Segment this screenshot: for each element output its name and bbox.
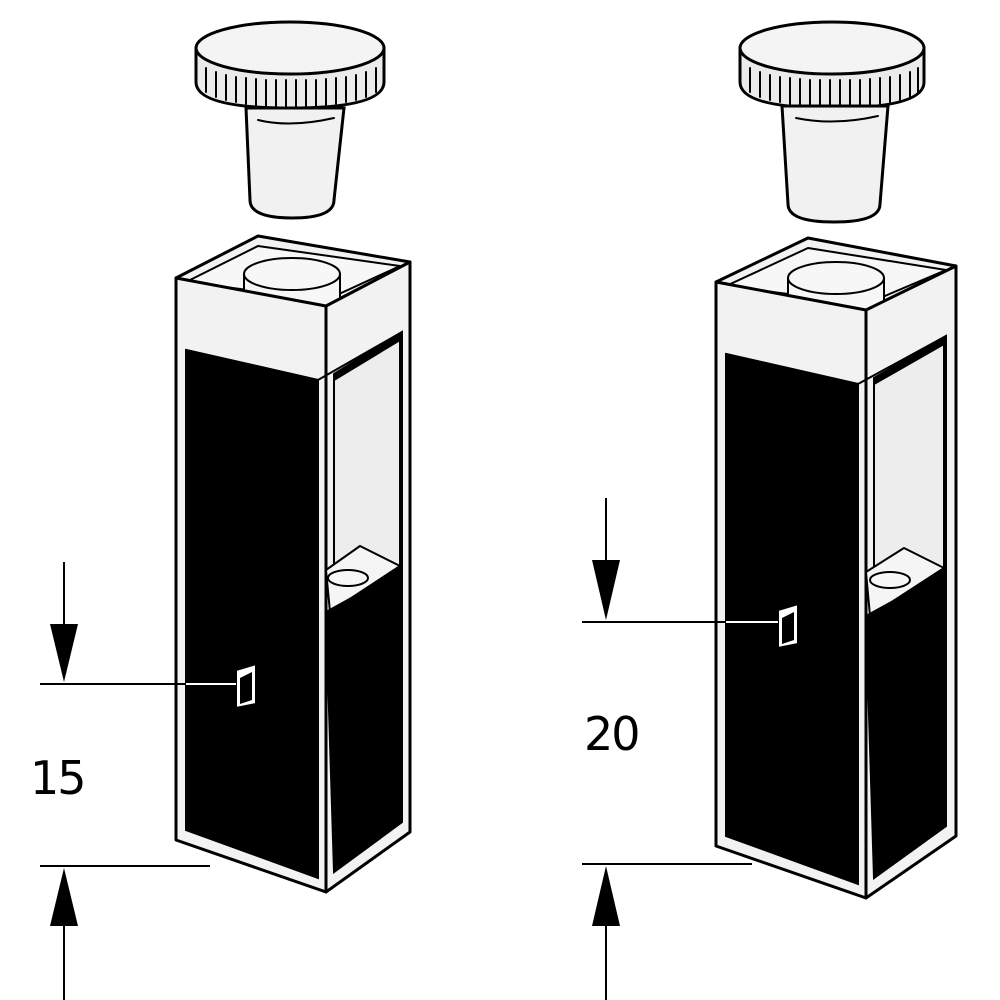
- stopper-icon: [780, 104, 890, 224]
- height-label-right: 20: [584, 707, 639, 761]
- dimension-left: 15: [30, 562, 210, 1000]
- cap-icon: [194, 20, 386, 110]
- height-label-left: 15: [30, 751, 85, 805]
- arrow-down-icon: [50, 562, 78, 682]
- cuvette-icon: [174, 234, 412, 894]
- arrow-up-icon: [50, 868, 78, 1000]
- arrow-down-icon: [592, 498, 620, 620]
- light-window-icon: [235, 662, 257, 710]
- arrow-up-icon: [592, 866, 620, 1000]
- dimension-right: 20: [582, 498, 752, 1000]
- stopper-icon: [244, 106, 346, 220]
- cap-icon: [738, 20, 926, 110]
- light-window-icon: [777, 602, 799, 650]
- cuvette-right: 20: [582, 20, 958, 1000]
- cuvette-left: 15: [30, 20, 412, 1000]
- cuvette-icon: [714, 236, 958, 900]
